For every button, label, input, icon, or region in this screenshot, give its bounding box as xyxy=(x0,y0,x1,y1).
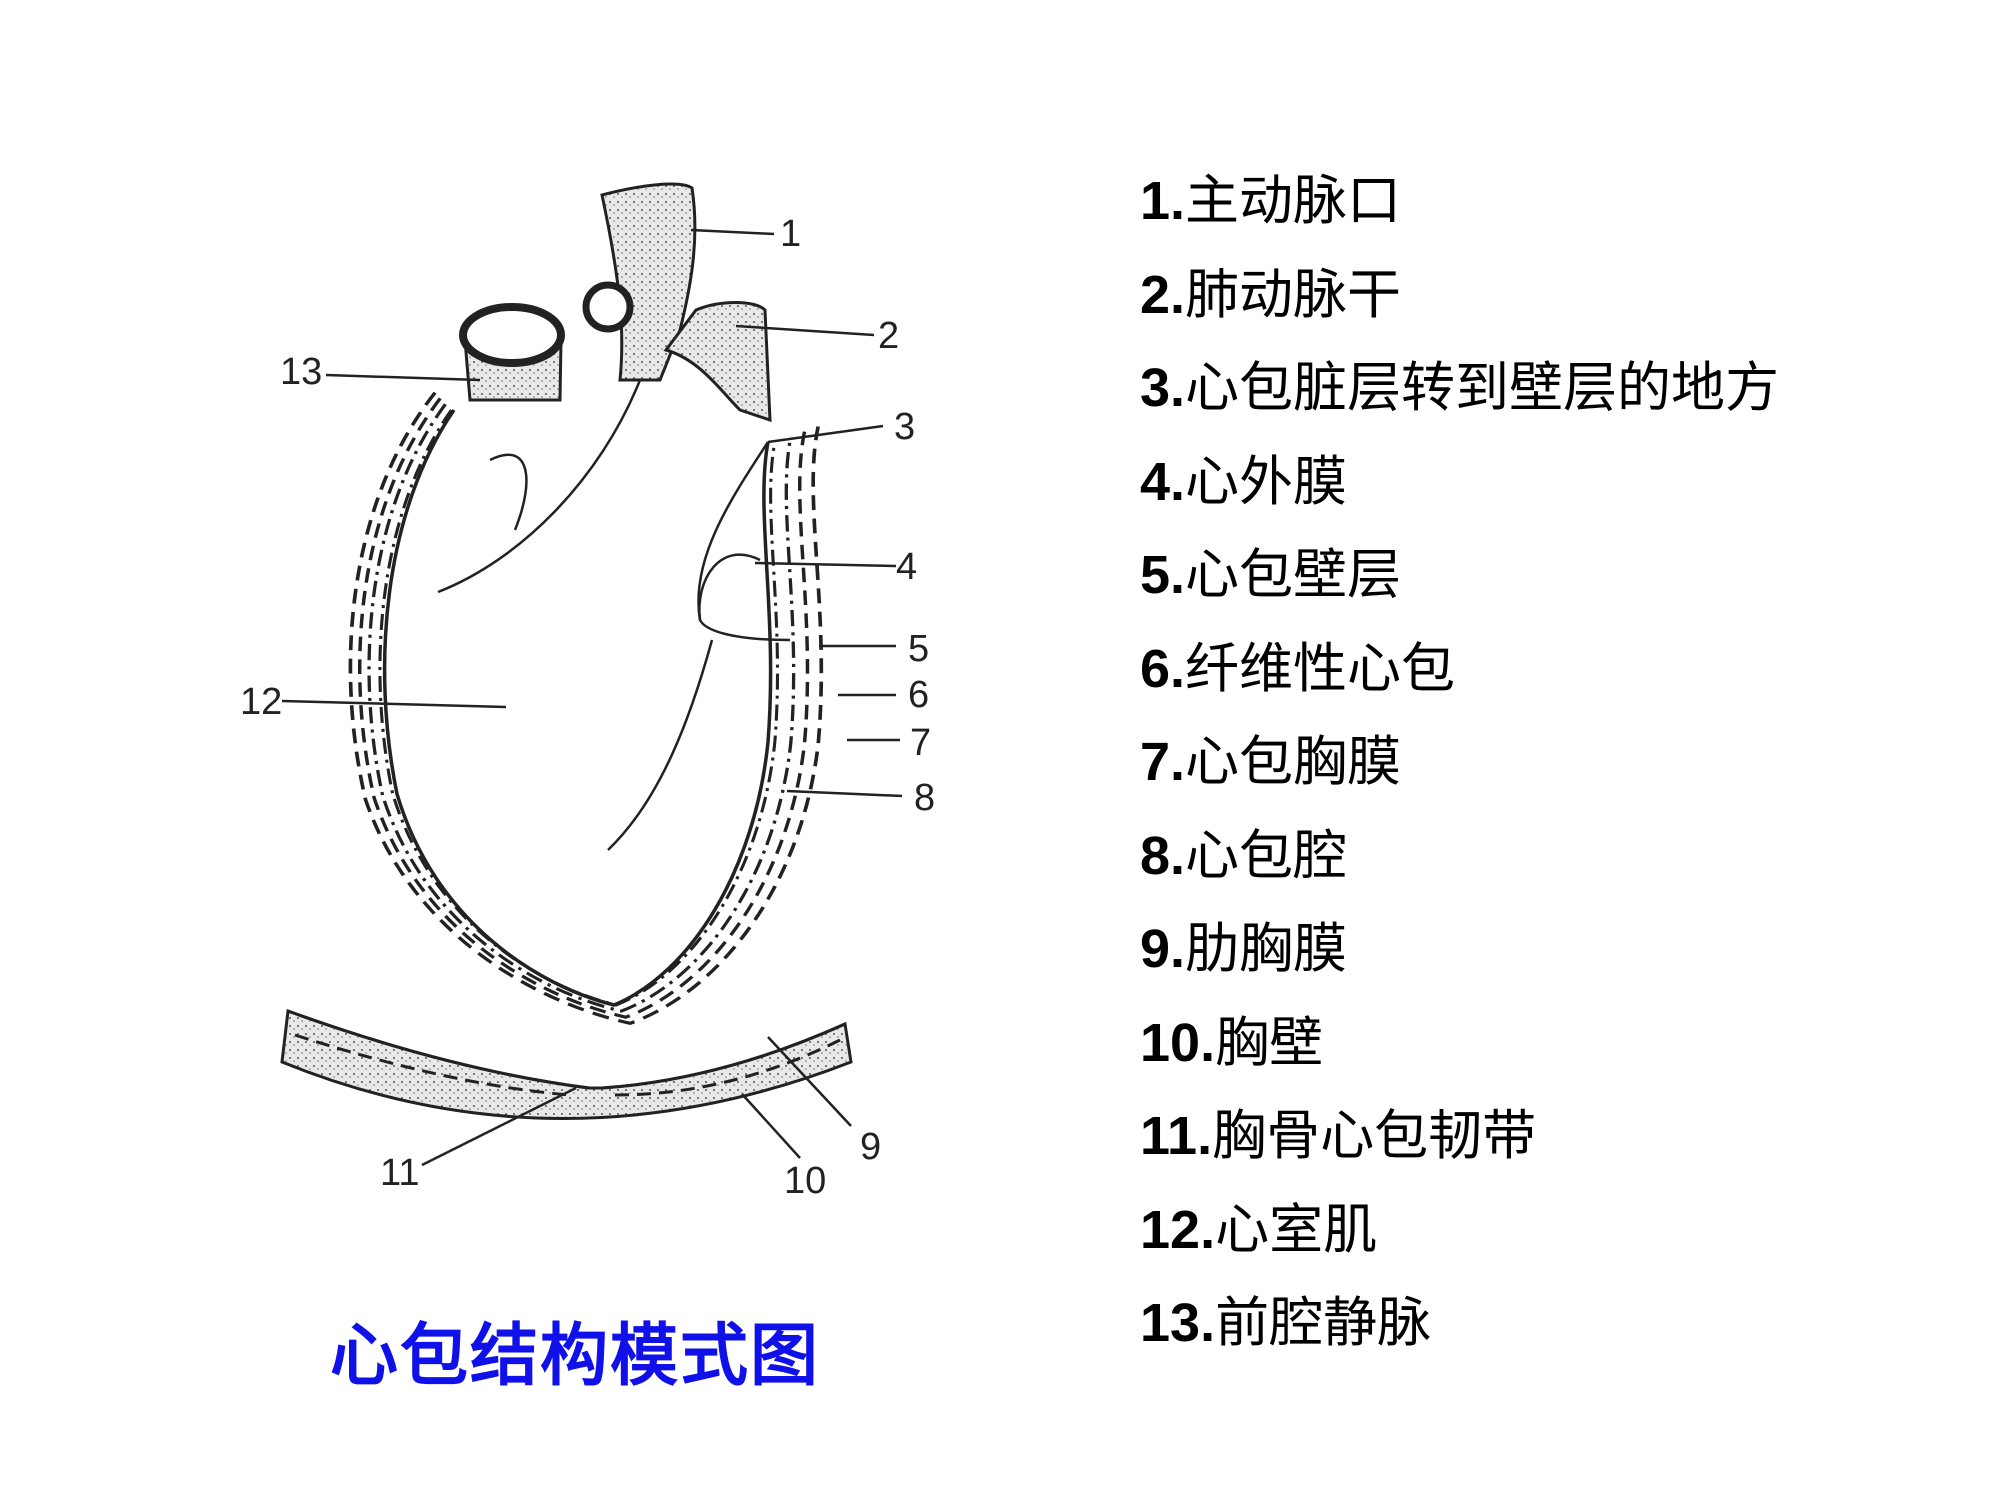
leader-lines xyxy=(281,228,903,1167)
callout-11: 11 xyxy=(380,1152,419,1194)
legend-number: 7. xyxy=(1140,732,1186,792)
legend-number: 13. xyxy=(1140,1293,1216,1353)
legend-text: 心包壁层 xyxy=(1185,545,1402,605)
legend-number: 3. xyxy=(1140,358,1186,418)
legend-text: 心室肌 xyxy=(1215,1199,1378,1260)
legend-item: 8.心包腔 xyxy=(1140,823,1779,917)
callout-8: 8 xyxy=(914,777,935,819)
chest-wall xyxy=(280,1008,853,1120)
legend-number: 8. xyxy=(1140,825,1186,886)
legend-item: 10.胸壁 xyxy=(1140,1010,1779,1104)
legend-number: 12. xyxy=(1140,1199,1216,1260)
legend-text: 肺动脉干 xyxy=(1185,264,1402,325)
legend-item: 13.前腔静脉 xyxy=(1140,1290,1779,1384)
legend-text: 心包腔 xyxy=(1185,825,1348,886)
callout-10: 10 xyxy=(784,1160,826,1202)
legend-text: 前腔静脉 xyxy=(1215,1293,1432,1353)
callout-5: 5 xyxy=(908,628,929,670)
callout-9: 9 xyxy=(860,1126,881,1168)
legend-number: 4. xyxy=(1140,451,1186,512)
callout-1: 1 xyxy=(780,213,801,255)
legend-number: 9. xyxy=(1140,919,1186,979)
legend-number: 2. xyxy=(1140,264,1186,325)
legend-item: 12.心室肌 xyxy=(1140,1197,1779,1291)
legend-text: 纤维性心包 xyxy=(1185,638,1456,699)
legend-list: 1.主动脉口 2.肺动脉干 3.心包脏层转到壁层的地方 4.心外膜 5.心包壁层… xyxy=(1140,168,1779,1384)
legend-item: 2.肺动脉干 xyxy=(1140,262,1779,356)
legend-text: 主动脉口 xyxy=(1185,171,1402,231)
legend-item: 6.纤维性心包 xyxy=(1140,636,1779,730)
legend-item: 3.心包脏层转到壁层的地方 xyxy=(1140,355,1779,449)
pericardial-pleura-line xyxy=(348,390,824,1026)
heart-outline xyxy=(382,408,773,1007)
legend-item: 1.主动脉口 xyxy=(1140,168,1779,262)
callout-12: 12 xyxy=(240,681,282,723)
pericardium-layers xyxy=(348,390,824,1026)
epicardium-line xyxy=(378,408,780,1007)
legend-text: 心包胸膜 xyxy=(1185,732,1402,792)
pulmonary-trunk xyxy=(663,301,772,423)
legend-item: 7.心包胸膜 xyxy=(1140,729,1779,823)
legend-number: 11. xyxy=(1140,1106,1213,1166)
legend-number: 6. xyxy=(1140,638,1186,699)
legend-number: 5. xyxy=(1140,545,1186,605)
diagram-title: 心包结构模式图 xyxy=(330,1318,821,1394)
callout-13: 13 xyxy=(280,351,322,393)
callout-2: 2 xyxy=(878,315,899,357)
callout-7: 7 xyxy=(910,722,931,764)
great-vessels xyxy=(459,182,772,423)
legend-item: 9.肋胸膜 xyxy=(1140,916,1779,1010)
fibrous-pericardium-line xyxy=(357,396,810,1019)
legend-item: 4.心外膜 xyxy=(1140,449,1779,543)
heart-internal-lines xyxy=(437,379,791,851)
legend-number: 10. xyxy=(1140,1012,1216,1073)
legend-text: 肋胸膜 xyxy=(1185,919,1348,979)
callout-4: 4 xyxy=(896,546,917,588)
callout-6: 6 xyxy=(908,674,929,716)
legend-text: 心外膜 xyxy=(1185,451,1348,512)
legend-text: 心包脏层转到壁层的地方 xyxy=(1185,358,1780,418)
callout-3: 3 xyxy=(894,406,915,448)
legend-text: 胸壁 xyxy=(1215,1012,1324,1073)
legend-item: 5.心包壁层 xyxy=(1140,542,1779,636)
parietal-layer-line xyxy=(367,402,796,1013)
legend-number: 1. xyxy=(1140,171,1186,231)
legend-item: 11.胸骨心包韧带 xyxy=(1140,1103,1779,1197)
legend-text: 胸骨心包韧带 xyxy=(1212,1106,1537,1166)
